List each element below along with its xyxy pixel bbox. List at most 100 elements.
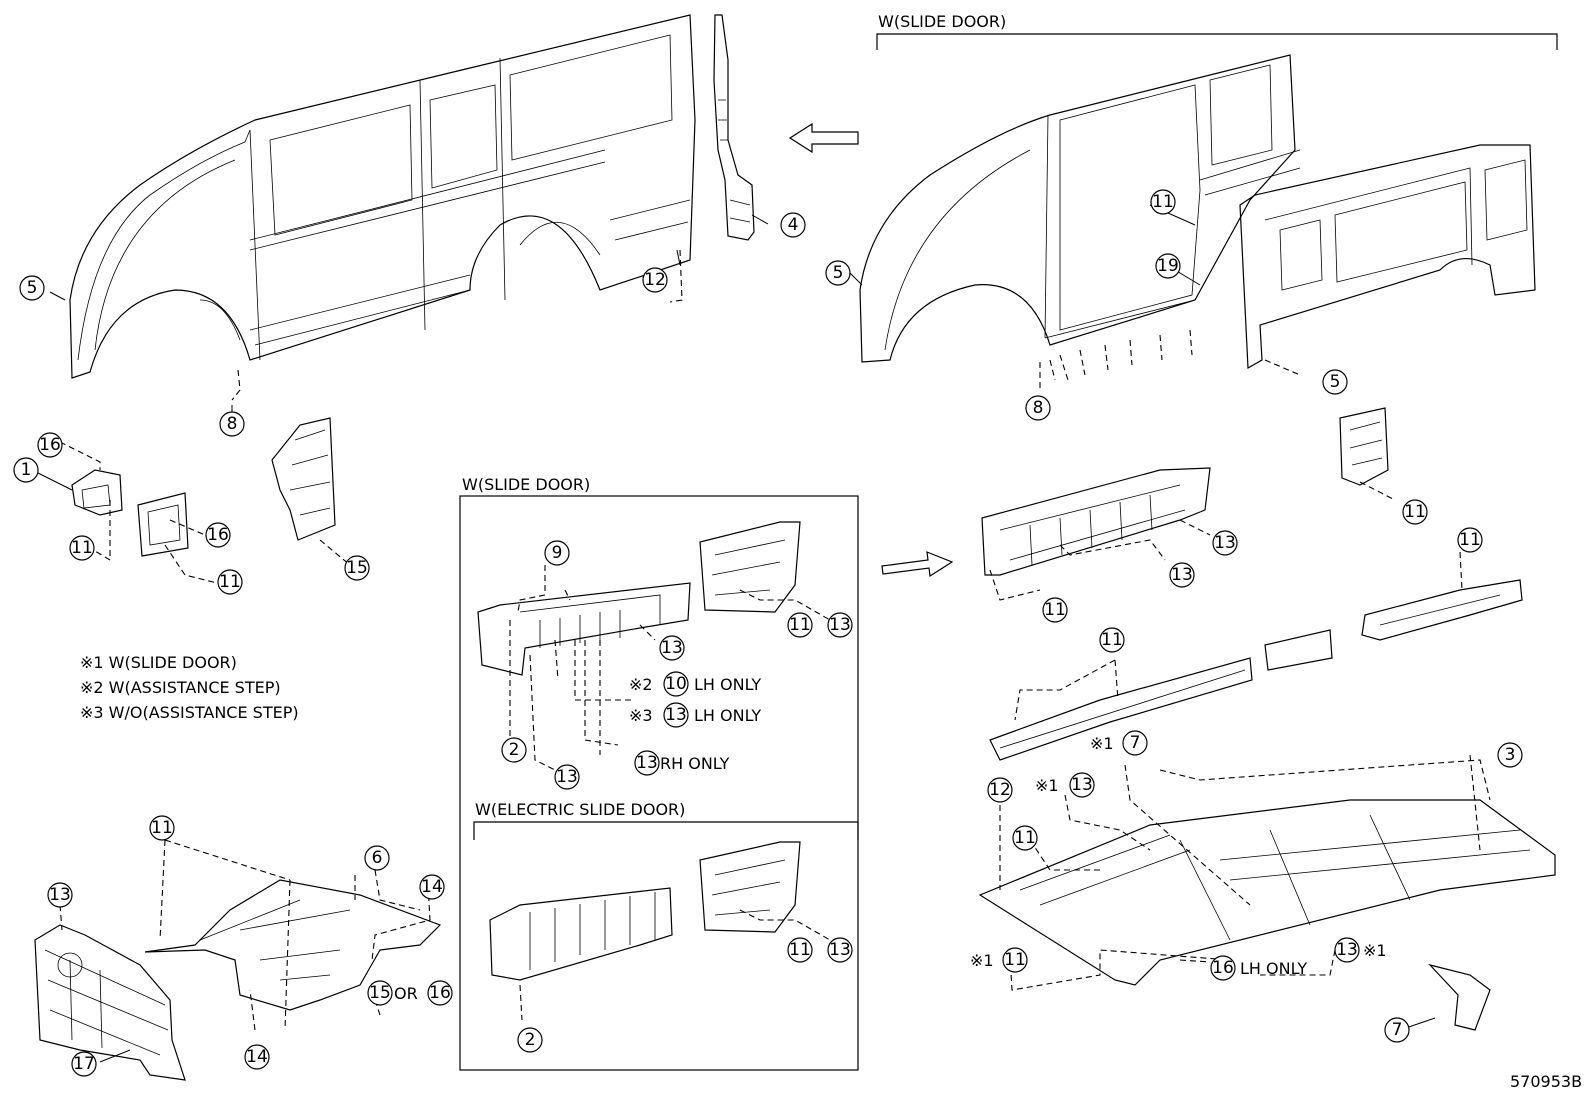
callout-2-upper: 2 [501,737,527,763]
svg-text:RH ONLY: RH ONLY [660,754,730,773]
svg-text:13: 13 [829,940,851,960]
floor-pan [978,799,1556,986]
slide-door-top-bracket [876,33,1558,50]
callout-15: 15 [344,555,370,581]
callout-13-rh: 13 RH ONLY [634,750,730,776]
svg-text:16: 16 [429,983,451,1003]
callout-4: 4 [780,212,806,238]
svg-text:11: 11 [789,940,811,960]
svg-text:11: 11 [1044,600,1066,620]
svg-text:7: 7 [1392,1020,1403,1040]
callout-14-b: 14 [244,1044,270,1070]
svg-text:13: 13 [1214,533,1236,553]
svg-text:2: 2 [509,740,520,760]
svg-text:13: 13 [1171,565,1193,585]
callout-13-lh: ※3 13 LH ONLY [629,702,761,728]
svg-text:7: 7 [1130,733,1141,753]
arrow-left-icon [788,122,859,154]
svg-text:LH ONLY: LH ONLY [694,706,761,725]
svg-text:11: 11 [151,818,173,838]
callout-11-right: 11 [1150,189,1176,215]
callout-5-right-rear: 5 [1322,369,1348,395]
callout-1: 1 [13,457,39,483]
side-panel-right [859,54,1301,363]
callout-8-right: 8 [1025,395,1051,421]
svg-text:※1: ※1 [1090,734,1114,753]
callout-11-mr-d: 11 [1099,627,1125,653]
front-floor [144,879,442,1011]
svg-text:16: 16 [1212,958,1234,978]
svg-text:12: 12 [989,780,1011,800]
svg-text:4: 4 [788,215,799,235]
callout-13-floor-b: 13 ※1 [1334,937,1387,963]
step-panel-upper [477,582,691,676]
callout-3: 3 [1497,742,1523,768]
svg-text:11: 11 [1152,192,1174,212]
svg-text:11: 11 [1004,950,1026,970]
svg-text:LH ONLY: LH ONLY [1240,959,1307,978]
svg-text:16: 16 [39,435,61,455]
svg-text:13: 13 [636,753,658,773]
callout-11-floor-a: 11 [1012,825,1038,851]
callout-7-floor: ※1 7 [1090,730,1148,756]
svg-text:10: 10 [665,674,687,694]
callout-19: 19 [1155,253,1181,279]
side-panel-left [69,14,696,379]
callout-5-left: 5 [19,275,45,301]
callout-13-box-mid: 13 [659,635,685,661]
callout-16-lh: 16 LH ONLY [1210,955,1307,981]
drawing-number: 570953B [1510,1072,1582,1091]
leader-lines [35,204,1491,1063]
svg-text:8: 8 [227,414,238,434]
svg-text:※1: ※1 [970,951,994,970]
svg-text:※3: ※3 [629,706,653,725]
callout-10-lh: ※2 10 LH ONLY [629,671,761,697]
svg-text:8: 8 [1033,398,1044,418]
callout-16-b: 16 [205,522,231,548]
svg-text:19: 19 [1157,256,1179,276]
svg-text:13: 13 [665,705,687,725]
svg-text:2: 2 [525,1030,536,1050]
bracket-part-16 [137,492,189,557]
callout-13-floor: ※1 13 [1035,772,1095,798]
svg-text:5: 5 [1330,372,1341,392]
svg-text:13: 13 [661,638,683,658]
slide-door-top-label: W(SLIDE DOOR) [878,12,1006,31]
svg-text:5: 5 [833,263,844,283]
side-member-mid [1264,629,1333,671]
svg-text:11: 11 [1101,630,1123,650]
callout-2-lower: 2 [517,1027,543,1053]
callout-13-mr-b: 13 [1169,562,1195,588]
svg-text:5: 5 [27,278,38,298]
svg-text:※2: ※2 [629,675,653,694]
callout-15-or-16: 15 OR 16 [367,980,453,1006]
callout-14-a: 14 [419,874,445,900]
electric-slide-door-bracket [473,821,859,840]
svg-text:13: 13 [829,615,851,635]
step-bracket-lower [699,841,801,933]
svg-text:13: 13 [1071,775,1093,795]
slide-door-box-label: W(SLIDE DOOR) [462,475,590,494]
svg-text:11: 11 [71,538,93,558]
svg-text:11: 11 [1459,530,1481,550]
callout-9: 9 [544,540,570,566]
note-3: ※3 W/O(ASSISTANCE STEP) [80,703,299,722]
svg-text:16: 16 [207,525,229,545]
callout-13-box-low: 13 [554,764,580,790]
svg-text:3: 3 [1505,745,1516,765]
callout-numbers: 5 12 4 8 5 11 19 8 5 16 1 11 16 11 15 9 … [13,189,1523,1077]
svg-text:15: 15 [369,983,391,1003]
svg-text:11: 11 [219,572,241,592]
svg-text:6: 6 [372,848,383,868]
cross-member-13 [981,467,1211,576]
svg-text:12: 12 [644,270,666,290]
dash-panel [34,924,186,1081]
callout-13-bl: 13 [47,882,73,908]
callout-12-floor: 12 [987,777,1013,803]
svg-text:※1: ※1 [1363,941,1387,960]
callout-6: 6 [364,845,390,871]
svg-text:OR: OR [394,984,418,1003]
svg-text:15: 15 [346,558,368,578]
callout-17: 17 [71,1051,97,1077]
